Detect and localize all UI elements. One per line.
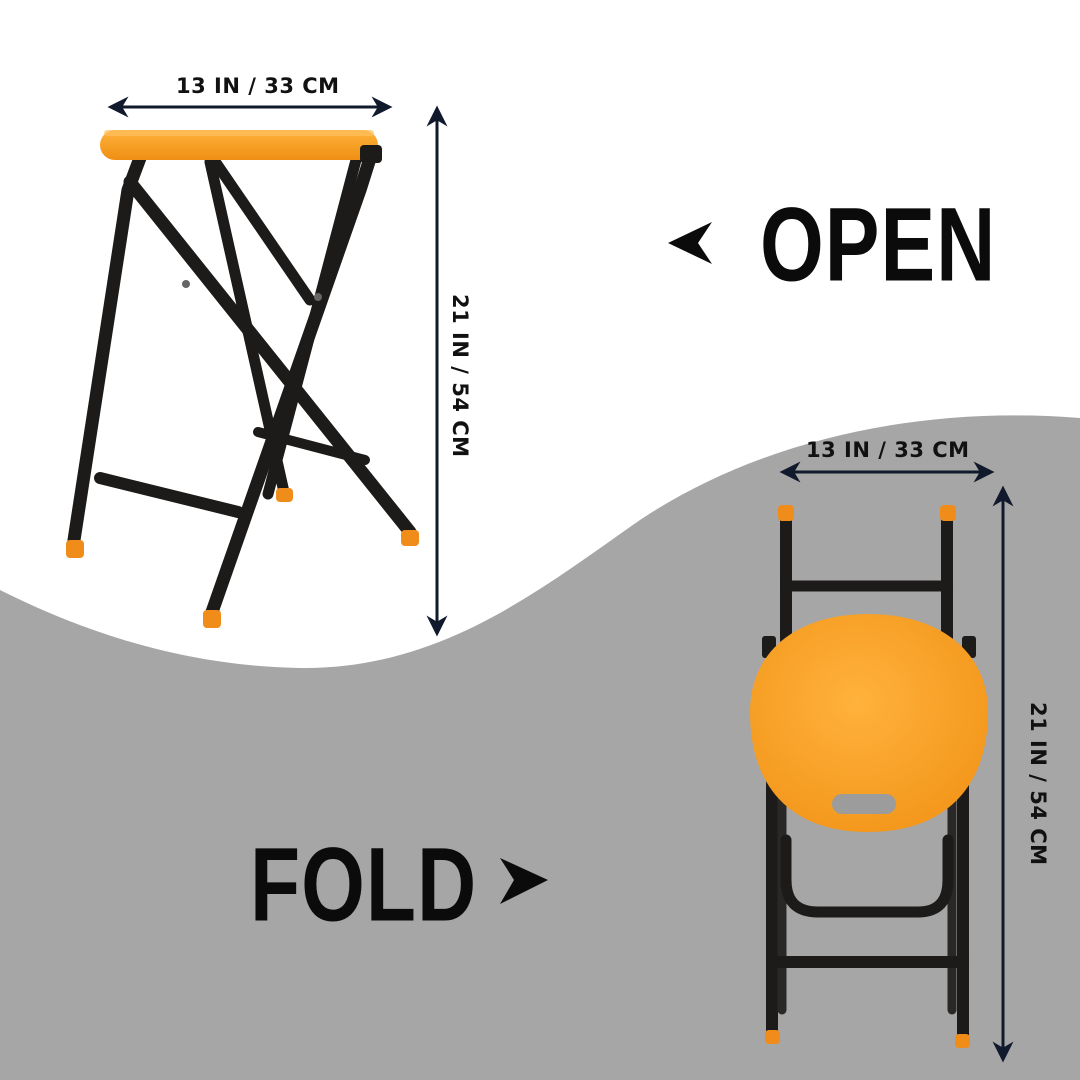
seat-handle-slot [832, 794, 896, 814]
open-stool [66, 130, 419, 628]
fold-height-label: 21 IN / 54 CM [1026, 702, 1050, 866]
open-height-label: 21 IN / 54 CM [448, 294, 472, 458]
folded-seat [750, 614, 988, 832]
folded-stool [750, 505, 988, 1048]
open-seat [100, 130, 378, 160]
chevron-right-arrow-icon [500, 858, 548, 904]
chevron-left-arrow-icon [668, 222, 712, 264]
fold-heading: FOLD [250, 827, 478, 944]
fold-width-label: 13 IN / 33 CM [806, 438, 970, 462]
open-width-label: 13 IN / 33 CM [176, 74, 340, 98]
background-white-wave [0, 0, 1080, 669]
open-heading: OPEN [760, 187, 997, 304]
